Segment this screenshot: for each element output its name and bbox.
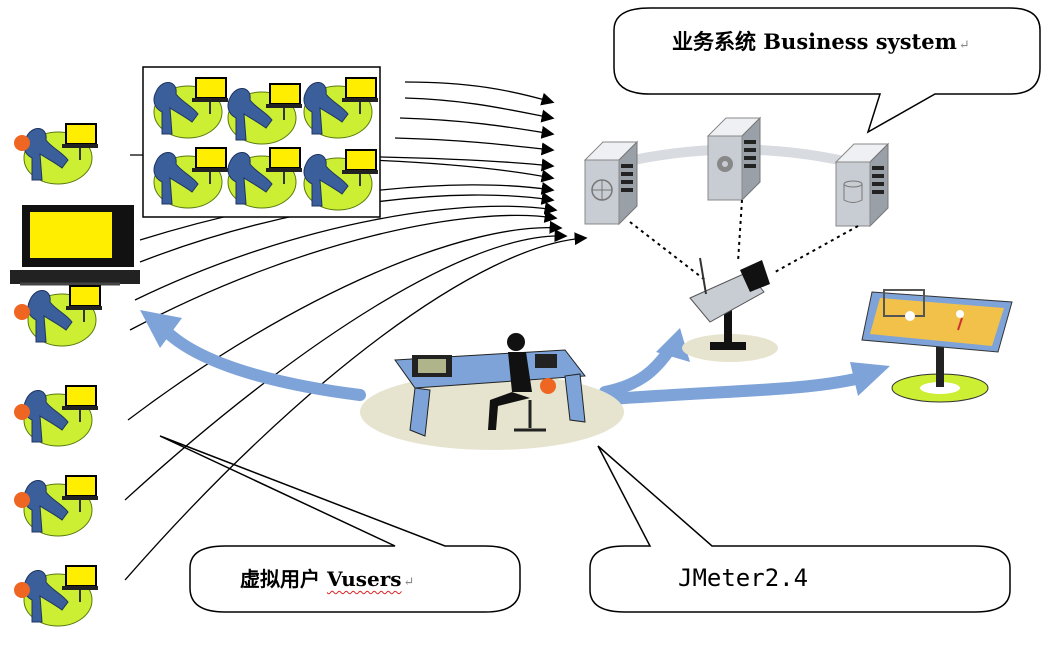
- jmeter-text: JMeter2.4: [678, 564, 809, 592]
- arrow-to-analysis: [594, 372, 866, 406]
- virtual-user-icon: [23, 565, 99, 627]
- vusers-text-en: Vusers: [326, 567, 402, 591]
- business-system-label: 业务系统 Business system↵: [672, 26, 970, 56]
- vusers-label: 虚拟用户 Vusers↵: [240, 563, 414, 592]
- blue-flow-arrows: [159, 324, 866, 406]
- app-server-icon: [707, 117, 761, 201]
- arrow-to-vusers: [159, 324, 366, 401]
- database-server-icon: [835, 143, 889, 227]
- user-column: [10, 123, 140, 627]
- arrow-to-monitor: [599, 346, 674, 398]
- workstation-icon: [10, 205, 140, 286]
- vusers-text-cn: 虚拟用户: [240, 567, 320, 591]
- jmeter-label: JMeter2.4: [678, 564, 808, 592]
- business-system-callout: [613, 7, 1041, 134]
- monitor-links: [629, 199, 859, 281]
- jmeter-controller-icon: [360, 333, 624, 450]
- virtual-user-icon: [27, 285, 103, 347]
- virtual-user-icon: [23, 123, 99, 185]
- monitor-camera-icon: [682, 257, 778, 362]
- web-server-icon: [584, 141, 638, 225]
- vusers-callout: [159, 435, 521, 613]
- virtual-user-icon: [23, 385, 99, 447]
- business-system-text: 业务系统 Business system: [672, 29, 957, 54]
- jmeter-callout: [589, 445, 1011, 613]
- return-mark: ↵: [403, 575, 415, 590]
- return-mark: ↵: [958, 38, 970, 53]
- analysis-board-icon: [861, 289, 1013, 403]
- virtual-user-icon: [23, 475, 99, 537]
